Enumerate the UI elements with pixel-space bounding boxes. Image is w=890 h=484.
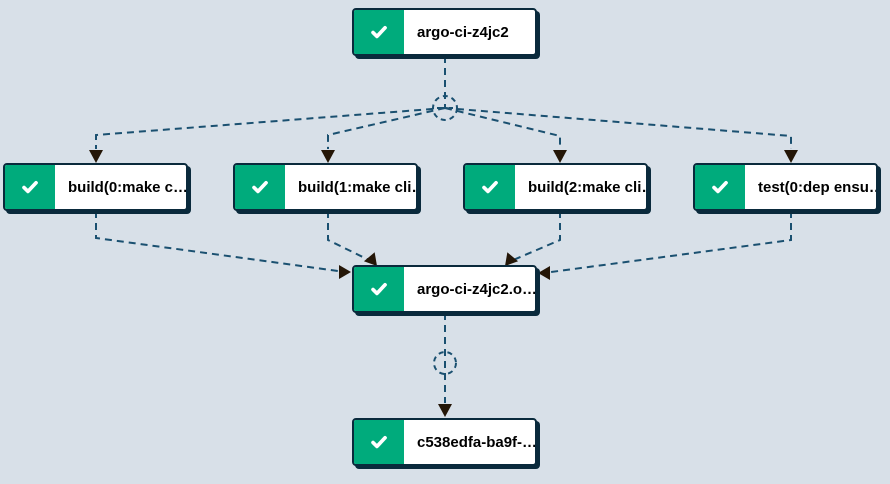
edge-build-2-to-output: [505, 211, 561, 266]
arrowhead-down-right: [363, 252, 377, 266]
check-icon: [465, 165, 515, 209]
arrowhead-right: [339, 265, 351, 279]
fanout-connector-circle[interactable]: [432, 95, 458, 121]
node-label: build(2:make cli…: [528, 178, 646, 196]
check-icon: [354, 420, 404, 464]
edge-connector-to-build-2: [444, 107, 567, 163]
passthru-connector-circle[interactable]: [433, 351, 457, 375]
arrowhead-down-left: [505, 252, 519, 266]
node-label: build(1:make cli…: [298, 178, 416, 196]
workflow-node-build-2[interactable]: build(2:make cli…: [463, 163, 648, 211]
workflow-node-build-0[interactable]: build(0:make c…: [3, 163, 188, 211]
edge-test-0-to-output: [538, 211, 792, 280]
arrowhead-left: [538, 266, 550, 280]
edge-output-to-final: [438, 313, 452, 417]
check-icon: [235, 165, 285, 209]
check-icon: [5, 165, 55, 209]
edge-connector-to-test-0: [444, 107, 798, 163]
workflow-node-build-1[interactable]: build(1:make cli…: [233, 163, 418, 211]
workflow-node-final[interactable]: c538edfa-ba9f-…: [352, 418, 537, 466]
node-label: c538edfa-ba9f-…: [417, 433, 535, 451]
arrowhead-down: [784, 150, 798, 163]
edge-connector-to-build-1: [321, 107, 446, 163]
check-icon: [354, 267, 404, 311]
check-icon: [354, 10, 404, 54]
check-icon: [695, 165, 745, 209]
workflow-node-root[interactable]: argo-ci-z4jc2: [352, 8, 537, 56]
arrowhead-down: [438, 404, 452, 417]
arrowhead-down: [553, 150, 567, 163]
edge-build-1-to-output: [327, 211, 377, 266]
edge-root-to-connector: [437, 56, 453, 109]
arrowhead-down: [321, 150, 335, 163]
node-label: test(0:dep ensu…: [758, 178, 876, 196]
edge-connector-to-build-0: [89, 107, 446, 163]
workflow-node-test-0[interactable]: test(0:dep ensu…: [693, 163, 878, 211]
node-label: argo-ci-z4jc2.o…: [417, 280, 535, 298]
arrowhead-down: [89, 150, 103, 163]
node-label: build(0:make c…: [68, 178, 186, 196]
node-label: argo-ci-z4jc2: [417, 23, 509, 41]
workflow-node-output[interactable]: argo-ci-z4jc2.o…: [352, 265, 537, 313]
edge-build-0-to-output: [95, 211, 351, 279]
